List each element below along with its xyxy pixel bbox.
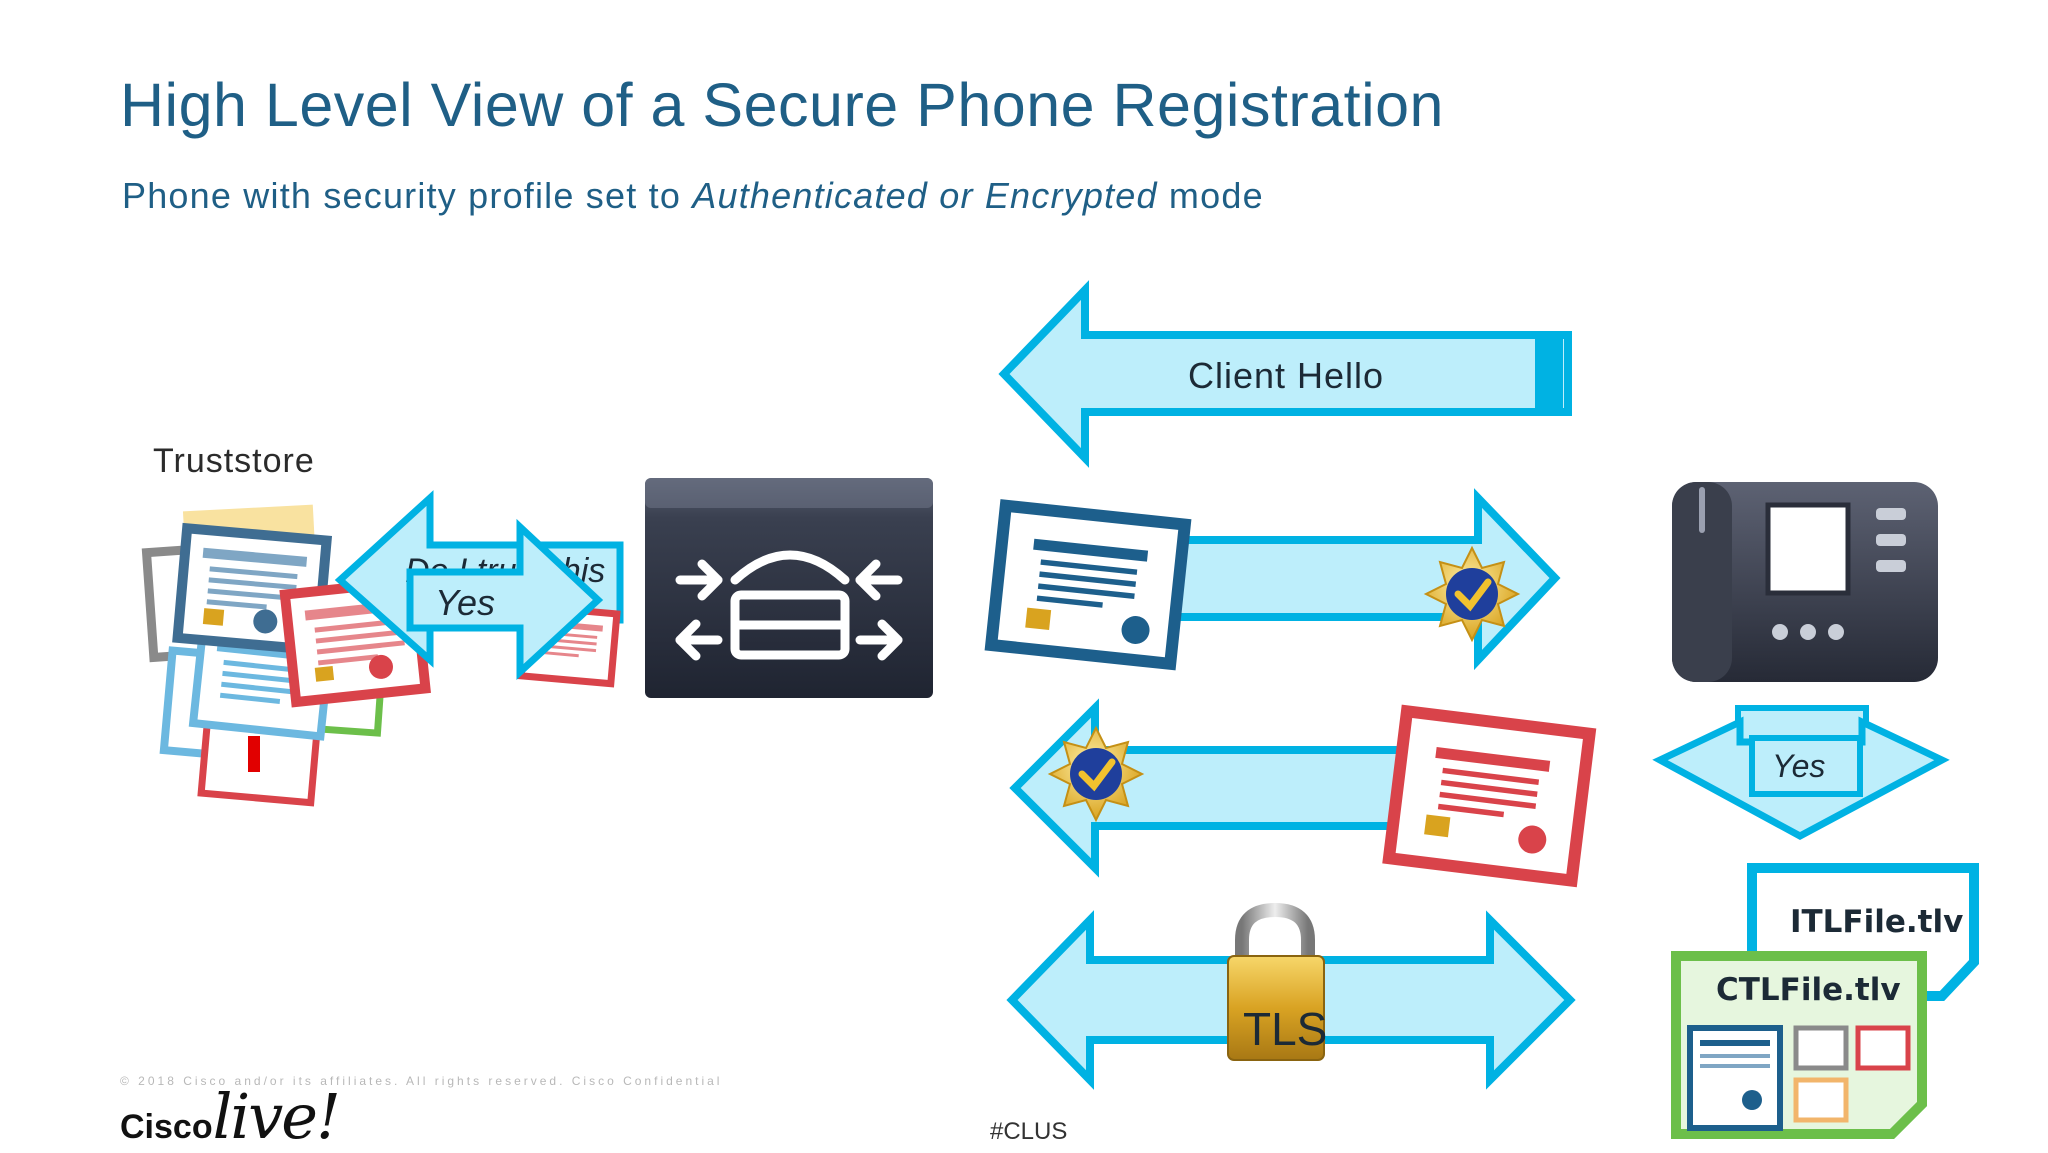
phone-screen	[1765, 502, 1851, 596]
subtitle-post: mode	[1157, 175, 1264, 216]
server-certificate-arrow	[984, 488, 1561, 671]
client-hello-arrow: Client Hello	[998, 280, 1572, 468]
ctl-cert-gray-icon	[1793, 1025, 1849, 1071]
truststore-label: Truststore	[153, 442, 315, 480]
subtitle-emphasis: Authenticated or Encrypted	[692, 175, 1158, 216]
yes-label-phone: Yes	[1772, 748, 1825, 784]
slide-title: High Level View of a Secure Phone Regist…	[120, 71, 1444, 139]
verified-seal-icon-left	[1047, 725, 1145, 823]
subtitle-pre: Phone with security profile set to	[122, 175, 693, 216]
verified-seal-icon	[1423, 545, 1521, 643]
arrow-right-yes	[406, 518, 604, 680]
yes-label-left: Yes	[435, 582, 495, 623]
hashtag: #CLUS	[990, 1118, 1068, 1145]
truststore-decision-arrows: Do I trust this Yes	[334, 490, 624, 688]
phone-handset	[1672, 482, 1732, 682]
ctl-cert-red-icon	[1855, 1025, 1911, 1071]
tls-label: TLS	[1243, 1003, 1327, 1055]
phone-decision-arrows: Yes	[1652, 705, 1950, 840]
slide-subtitle: Phone with security profile set to Authe…	[122, 175, 1264, 217]
certificate-phone-icon	[1382, 704, 1597, 888]
padlock-icon	[1227, 902, 1325, 1061]
itl-file-label: ITLFile.tlv	[1790, 904, 1963, 940]
red-mark-icon	[248, 736, 260, 772]
brand-live: live!	[212, 1080, 341, 1153]
certificate-server-icon	[984, 499, 1192, 671]
copyright-text: © 2018 Cisco and/or its affiliates. All …	[120, 1074, 723, 1088]
ctl-file-label: CTLFile.tlv	[1716, 972, 1901, 1008]
cisco-live-logo: Ciscolive!	[120, 1080, 341, 1153]
call-manager-icon	[675, 550, 903, 661]
server-box	[645, 478, 933, 698]
ip-phone	[1672, 482, 1938, 682]
ctl-file: CTLFile.tlv	[1671, 951, 1927, 1139]
tls-session-arrow: TLS	[1006, 902, 1576, 1090]
call-manager-server	[645, 478, 933, 698]
brand-cisco: Cisco	[120, 1108, 213, 1146]
ctl-cert-orange-icon	[1793, 1077, 1849, 1123]
client-hello-label: Client Hello	[1188, 355, 1384, 396]
phone-certificate-arrow	[1009, 698, 1597, 888]
